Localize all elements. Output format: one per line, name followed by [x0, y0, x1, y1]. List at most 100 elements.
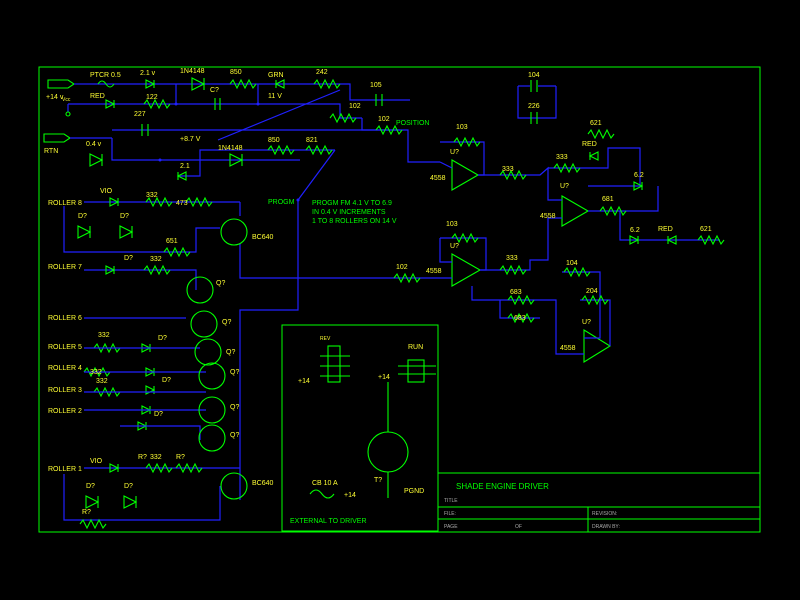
r332c-label: 332 — [98, 332, 110, 339]
qq2-label: Q? — [222, 319, 231, 326]
cap-bank: 104 226 — [517, 72, 557, 124]
progm-note-3: 1 TO 8 ROLLERS ON 14 V — [312, 218, 397, 225]
progm-label: PROGM — [268, 199, 295, 206]
sheet-border — [38, 66, 761, 533]
roller-4-label: ROLLER 4 — [48, 365, 82, 372]
cq-label: C? — [210, 87, 219, 94]
opamp-section: 103 U? 4558 333 333 621 RED U? 4558 681 … — [300, 120, 725, 363]
revision-caption: REVISION: — [592, 511, 617, 517]
progm-note-1: PROGM FM 4.1 V TO 6.9 — [312, 200, 392, 207]
p14c-label: +14 — [344, 492, 356, 499]
supply-port: +14 v Vcc — [46, 79, 90, 103]
rev-label: REV — [320, 336, 331, 342]
r621b-label: 621 — [700, 226, 712, 233]
r473-label: 473 — [176, 200, 188, 207]
roller-7-label: ROLLER 7 — [48, 264, 82, 271]
red2-label: RED — [582, 141, 597, 148]
tq-label: T? — [374, 477, 382, 484]
top-labels: PTCR 0.5 2.1 v 1N4148 850 GRN 242 105 RE… — [86, 68, 429, 170]
cap226-label: 226 — [528, 103, 540, 110]
roller-3-label: ROLLER 3 — [48, 387, 82, 394]
v21b-label: 2.1 — [180, 163, 190, 170]
top-wiring — [65, 83, 440, 202]
roller-6-label: ROLLER 6 — [48, 315, 82, 322]
qq4-label: Q? — [230, 369, 239, 376]
return-port: RTN — [43, 133, 112, 155]
diode1-label: 1N4148 — [180, 68, 205, 75]
r122-label: 122 — [146, 94, 158, 101]
top-components — [89, 77, 403, 181]
u2-label: U? — [560, 183, 569, 190]
drawn-by-caption: DRAWN BY: — [592, 524, 620, 530]
dq2-label: D? — [120, 213, 129, 220]
r333a-label: 333 — [502, 166, 514, 173]
title-caption: TITLE — [444, 498, 458, 504]
r333b-label: 333 — [556, 154, 568, 161]
file-caption: FILE: — [444, 511, 456, 517]
position-label: POSITION — [396, 120, 429, 127]
r104-label: 104 — [566, 260, 578, 267]
external-title: EXTERNAL TO DRIVER — [290, 518, 367, 525]
rq3-label: R? — [82, 509, 91, 516]
r621a-label: 621 — [590, 120, 602, 127]
rq2-label: R? — [176, 454, 185, 461]
u4-label: U? — [582, 319, 591, 326]
r103a-label: 103 — [456, 124, 468, 131]
r332e-label: 332 — [96, 378, 108, 385]
r102b-label: 102 — [378, 116, 390, 123]
of-caption: OF — [515, 524, 522, 530]
cap105-label: 105 — [370, 82, 382, 89]
title-block-title: SHADE ENGINE DRIVER — [456, 482, 549, 491]
vio1-label: VIO — [100, 188, 113, 195]
v87-label: +8.7 V — [180, 136, 201, 143]
ic1-label: 4558 — [430, 175, 446, 182]
dq3-label: D? — [124, 255, 133, 262]
diode2-label: 1N4148 — [218, 145, 243, 152]
pgnd-label: PGND — [404, 488, 424, 495]
return-label: RTN — [44, 148, 58, 155]
cb-label: CB 10 A — [312, 480, 338, 487]
bc640a-label: BC640 — [252, 234, 274, 241]
r242-label: 242 — [316, 69, 328, 76]
qq5-label: Q? — [230, 404, 239, 411]
dq1-label: D? — [78, 213, 87, 220]
r683a-label: 683 — [510, 289, 522, 296]
qq6-label: Q? — [230, 432, 239, 439]
r332b-label: 332 — [150, 256, 162, 263]
v11-label: 11 V — [268, 93, 282, 100]
r62b-label: 6.2 — [630, 227, 640, 234]
qq3-label: Q? — [226, 349, 235, 356]
roller-8-label: ROLLER 8 — [48, 200, 82, 207]
p14b-label: +14 — [378, 374, 390, 381]
dq7-label: D? — [86, 483, 95, 490]
cap227-label: 227 — [134, 111, 146, 118]
supply-in-label: +14 v — [46, 94, 64, 101]
qq1-label: Q? — [216, 280, 225, 287]
ic4-label: 4558 — [560, 345, 576, 352]
r332f-label: 332 — [150, 454, 162, 461]
u1-label: U? — [450, 149, 459, 156]
progm-notes: PROGM PROGM FM 4.1 V TO 6.9 IN 0.4 V INC… — [268, 199, 397, 225]
dq4-label: D? — [158, 335, 167, 342]
red3-label: RED — [658, 226, 673, 233]
progm-note-2: IN 0.4 V INCREMENTS — [312, 209, 386, 216]
r850b-label: 850 — [268, 137, 280, 144]
roller-2-label: ROLLER 2 — [48, 408, 82, 415]
supply-vcc-sub: Vcc — [62, 97, 71, 103]
ptcr-label: PTCR 0.5 — [90, 72, 121, 79]
v04-label: 0.4 v — [86, 141, 102, 148]
r681-label: 681 — [602, 196, 614, 203]
vio2-label: VIO — [90, 458, 103, 465]
grn-label: GRN — [268, 72, 284, 79]
run-label: RUN — [408, 344, 423, 351]
r102c-label: 102 — [396, 264, 408, 271]
roller-labels: ROLLER 8 ROLLER 7 ROLLER 6 ROLLER 5 ROLL… — [48, 188, 274, 516]
ic2-label: 4558 — [540, 213, 556, 220]
external-box: EXTERNAL TO DRIVER REV +14 RUN +14 T? PG… — [281, 324, 439, 532]
r333c-label: 333 — [506, 255, 518, 262]
r103b-label: 103 — [446, 221, 458, 228]
r850a-label: 850 — [230, 69, 242, 76]
v21a-label: 2.1 v — [140, 70, 156, 77]
roller-section — [63, 196, 300, 530]
